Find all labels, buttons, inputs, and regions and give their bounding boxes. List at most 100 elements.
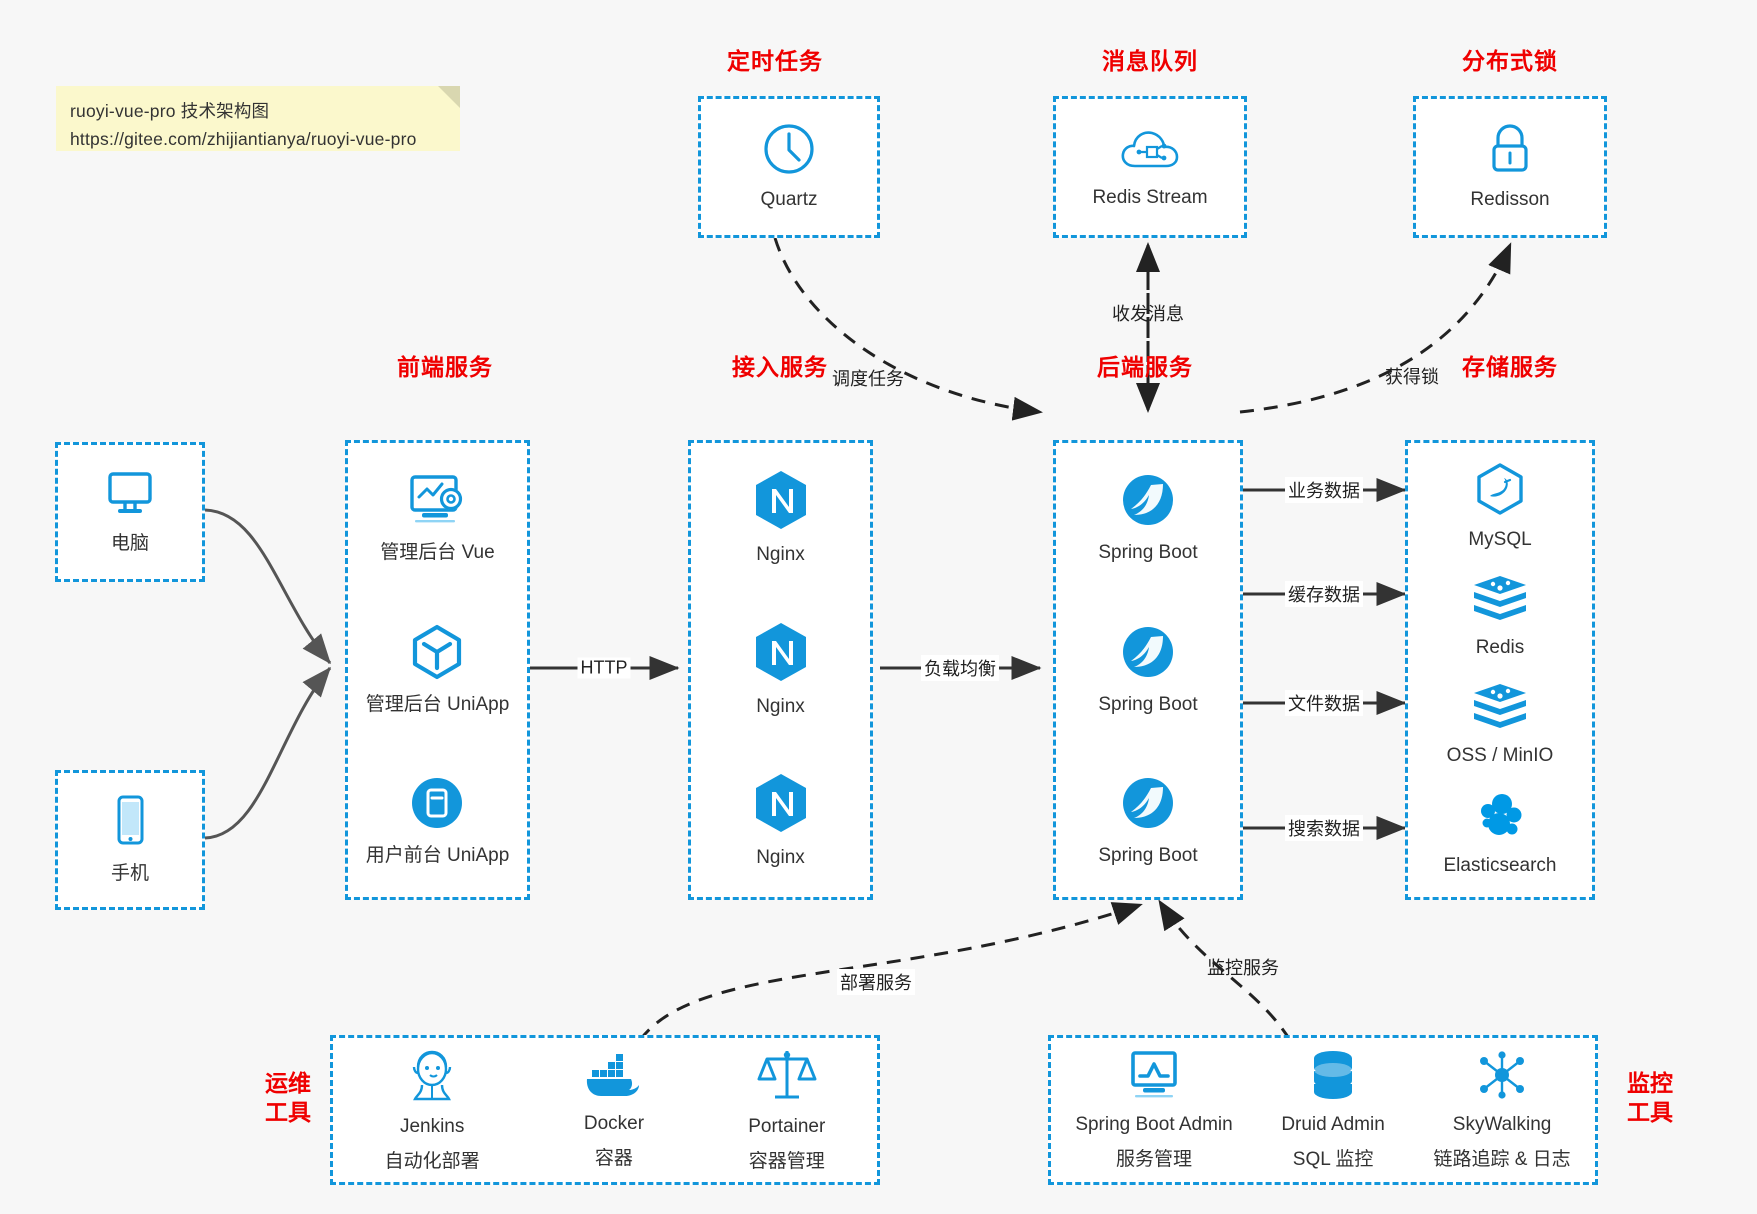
- nginx-icon: [752, 469, 810, 536]
- group-title-message-queue: 消息队列: [1102, 48, 1198, 74]
- portainer-scales-icon: [757, 1047, 817, 1108]
- cube-icon: [408, 623, 466, 686]
- desktop-monitor-icon: [102, 468, 158, 525]
- lock-icon: [1484, 122, 1536, 181]
- redis-stack-icon: [1471, 682, 1529, 737]
- node-sublabel-portainer: 容器管理: [748, 1150, 825, 1172]
- node-label-elasticsearch: Elasticsearch: [1443, 854, 1557, 876]
- node-sublabel-spring-boot-admin: 服务管理: [1115, 1148, 1192, 1170]
- monitor-chart-icon: [1125, 1049, 1183, 1106]
- group-title-gateway: 接入服务: [732, 354, 828, 380]
- node-label-user-uniapp: 用户前台 UniApp: [365, 845, 510, 866]
- group-client-desktop: 电脑: [55, 442, 205, 582]
- node-label-mobile: 手机: [110, 862, 149, 884]
- node-redis-stream[interactable]: Redis Stream: [1092, 124, 1208, 211]
- nginx-icon: [752, 772, 810, 839]
- node-label-portainer: Portainer: [748, 1116, 826, 1138]
- node-mysql[interactable]: MySQL: [1468, 462, 1532, 553]
- skywalking-node-icon: [1474, 1049, 1530, 1106]
- note-fold-corner: [438, 86, 460, 108]
- node-label-nginx-2: Nginx: [756, 695, 805, 717]
- edge-label-file-data: 文件数据: [1285, 690, 1363, 716]
- node-label-jenkins: Jenkins: [399, 1116, 465, 1138]
- group-storage: MySQL Redis: [1405, 440, 1595, 900]
- node-label-druid-admin: Druid Admin: [1281, 1114, 1385, 1136]
- node-label-quartz: Quartz: [760, 188, 818, 210]
- app-window-icon: [408, 774, 466, 837]
- node-spring-boot-3[interactable]: Spring Boot: [1098, 774, 1198, 869]
- node-elasticsearch[interactable]: Elasticsearch: [1444, 790, 1557, 879]
- node-label-skywalking: SkyWalking: [1452, 1114, 1552, 1136]
- node-mobile[interactable]: 手机: [108, 794, 152, 887]
- node-sublabel-jenkins: 自动化部署: [384, 1150, 480, 1172]
- group-message-queue: Redis Stream: [1053, 96, 1247, 238]
- edge-label-cache-data: 缓存数据: [1285, 581, 1363, 607]
- node-nginx-3[interactable]: Nginx: [752, 772, 810, 871]
- edge-label-deploy-service: 部署服务: [837, 969, 915, 995]
- node-label-oss-minio: OSS / MinIO: [1446, 744, 1554, 766]
- edge-label-load-balance: 负载均衡: [921, 655, 999, 681]
- node-admin-uniapp[interactable]: 管理后台 UniApp: [365, 623, 510, 718]
- group-devops-tools: Jenkins 自动化部署 Docker 容器: [330, 1035, 880, 1185]
- group-client-mobile: 手机: [55, 770, 205, 910]
- node-redis[interactable]: Redis: [1471, 574, 1529, 661]
- edge-label-schedule-task: 调度任务: [832, 369, 904, 389]
- group-monitoring-tools: Spring Boot Admin 服务管理 Druid Admin SQL 监…: [1048, 1035, 1598, 1185]
- group-title-devops-line1: 运维: [265, 1070, 311, 1096]
- node-spring-boot-admin[interactable]: Spring Boot Admin 服务管理: [1075, 1049, 1233, 1171]
- group-title-frontend: 前端服务: [397, 354, 493, 380]
- node-nginx-1[interactable]: Nginx: [752, 469, 810, 568]
- node-druid-admin[interactable]: Druid Admin SQL 监控: [1281, 1049, 1385, 1171]
- group-title-monitoring-line1: 监控: [1627, 1070, 1673, 1096]
- nginx-icon: [752, 621, 810, 688]
- node-label-admin-uniapp: 管理后台 UniApp: [365, 693, 510, 715]
- node-docker[interactable]: Docker 容器: [583, 1050, 645, 1170]
- node-skywalking[interactable]: SkyWalking 链路追踪 & 日志: [1433, 1049, 1571, 1171]
- node-label-admin-vue: 管理后台 Vue: [380, 542, 495, 564]
- node-oss-minio[interactable]: OSS / MinIO: [1446, 682, 1554, 769]
- node-label-spring-boot-3: Spring Boot: [1098, 845, 1198, 866]
- group-title-distributed-lock: 分布式锁: [1462, 48, 1558, 74]
- edge-label-search-data: 搜索数据: [1285, 815, 1363, 841]
- spring-boot-icon: [1119, 623, 1177, 686]
- dashboard-gear-icon: [406, 471, 468, 534]
- node-admin-vue[interactable]: 管理后台 Vue: [380, 471, 495, 566]
- edge-label-monitor-service: 监控服务: [1207, 958, 1279, 978]
- node-label-spring-boot-1: Spring Boot: [1098, 542, 1198, 564]
- node-portainer[interactable]: Portainer 容器管理: [748, 1047, 825, 1173]
- node-label-redisson: Redisson: [1470, 188, 1550, 210]
- group-backend: Spring Boot Spring Boot Spring Boot: [1053, 440, 1243, 900]
- node-desktop[interactable]: 电脑: [102, 468, 158, 557]
- node-label-redis: Redis: [1475, 636, 1525, 658]
- edge-label-send-receive-message: 收发消息: [1112, 304, 1184, 324]
- node-label-docker: Docker: [583, 1113, 645, 1135]
- jenkins-butler-icon: [404, 1047, 460, 1108]
- group-title-monitoring: 监控 工具: [1620, 1069, 1680, 1127]
- edge-label-acquire-lock: 获得锁: [1385, 367, 1439, 387]
- node-label-desktop: 电脑: [110, 532, 149, 554]
- diagram-note: ruoyi-vue-pro 技术架构图 https://gitee.com/zh…: [56, 86, 460, 151]
- group-title-devops-line2: 工具: [265, 1098, 311, 1125]
- elasticsearch-icon: [1474, 790, 1526, 847]
- node-label-mysql: MySQL: [1468, 528, 1532, 550]
- node-redisson[interactable]: Redisson: [1470, 122, 1550, 213]
- edge-label-http: HTTP: [577, 657, 631, 679]
- node-nginx-2[interactable]: Nginx: [752, 621, 810, 720]
- node-user-uniapp[interactable]: 用户前台 UniApp: [365, 774, 510, 869]
- group-title-storage: 存储服务: [1462, 354, 1558, 380]
- group-title-scheduled-task: 定时任务: [727, 48, 823, 74]
- node-label-nginx-1: Nginx: [756, 544, 805, 566]
- group-distributed-lock: Redisson: [1413, 96, 1607, 238]
- node-sublabel-druid-admin: SQL 监控: [1292, 1148, 1374, 1170]
- group-gateway: Nginx Nginx Nginx: [688, 440, 873, 900]
- mobile-phone-icon: [108, 794, 152, 855]
- docker-whale-icon: [583, 1050, 645, 1105]
- node-spring-boot-2[interactable]: Spring Boot: [1098, 623, 1198, 718]
- node-spring-boot-1[interactable]: Spring Boot: [1098, 471, 1198, 566]
- node-label-redis-stream: Redis Stream: [1092, 186, 1208, 208]
- spring-boot-icon: [1119, 471, 1177, 534]
- node-quartz[interactable]: Quartz: [760, 122, 818, 213]
- node-jenkins[interactable]: Jenkins 自动化部署: [385, 1047, 480, 1173]
- edge-label-business-data: 业务数据: [1285, 477, 1363, 503]
